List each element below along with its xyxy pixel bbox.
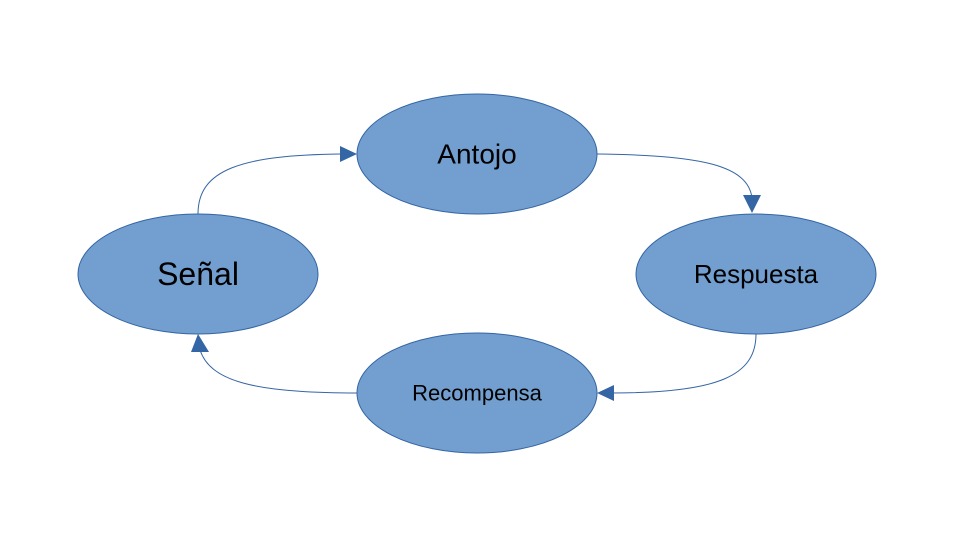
node-senal-label: Señal	[157, 256, 239, 292]
edge-senal-to-antojo	[197, 153, 343, 215]
edge-antojo-to-respuesta	[596, 153, 753, 199]
node-antojo-label: Antojo	[437, 139, 516, 170]
node-recompensa: Recompensa	[356, 332, 598, 454]
node-antojo: Antojo	[356, 93, 598, 215]
arrowhead-to-respuesta	[743, 195, 761, 213]
arrowhead-to-recompensa	[597, 385, 614, 401]
node-recompensa-label: Recompensa	[412, 381, 542, 406]
node-respuesta-shape	[635, 213, 877, 335]
node-senal-shape	[77, 213, 319, 335]
node-senal: Señal	[77, 213, 319, 335]
node-recompensa-shape	[356, 332, 598, 454]
connectors	[191, 146, 761, 401]
node-respuesta-label: Respuesta	[694, 259, 819, 289]
node-antojo-shape	[356, 93, 598, 215]
arrowhead-to-antojo	[340, 146, 357, 162]
edge-respuesta-to-recompensa	[611, 333, 757, 394]
node-respuesta: Respuesta	[635, 213, 877, 335]
arrowhead-to-senal	[191, 334, 209, 352]
edge-recompensa-to-senal	[199, 349, 358, 394]
